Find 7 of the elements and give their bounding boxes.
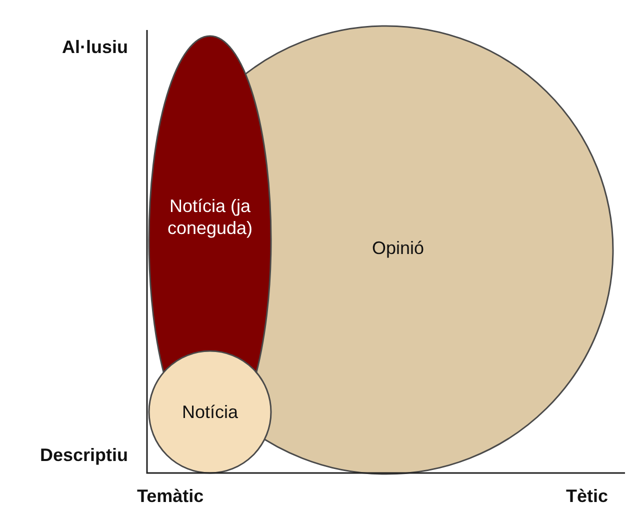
axis-label: Tètic [566,486,608,507]
region-label: Notícia (ja coneguda) [166,195,254,239]
axis-label: Al·lusiu [62,37,128,58]
axis-label: Descriptiu [40,445,128,466]
region-label: Opinió [370,237,426,259]
axis-label: Temàtic [137,486,204,507]
region-label: Notícia [180,401,240,423]
